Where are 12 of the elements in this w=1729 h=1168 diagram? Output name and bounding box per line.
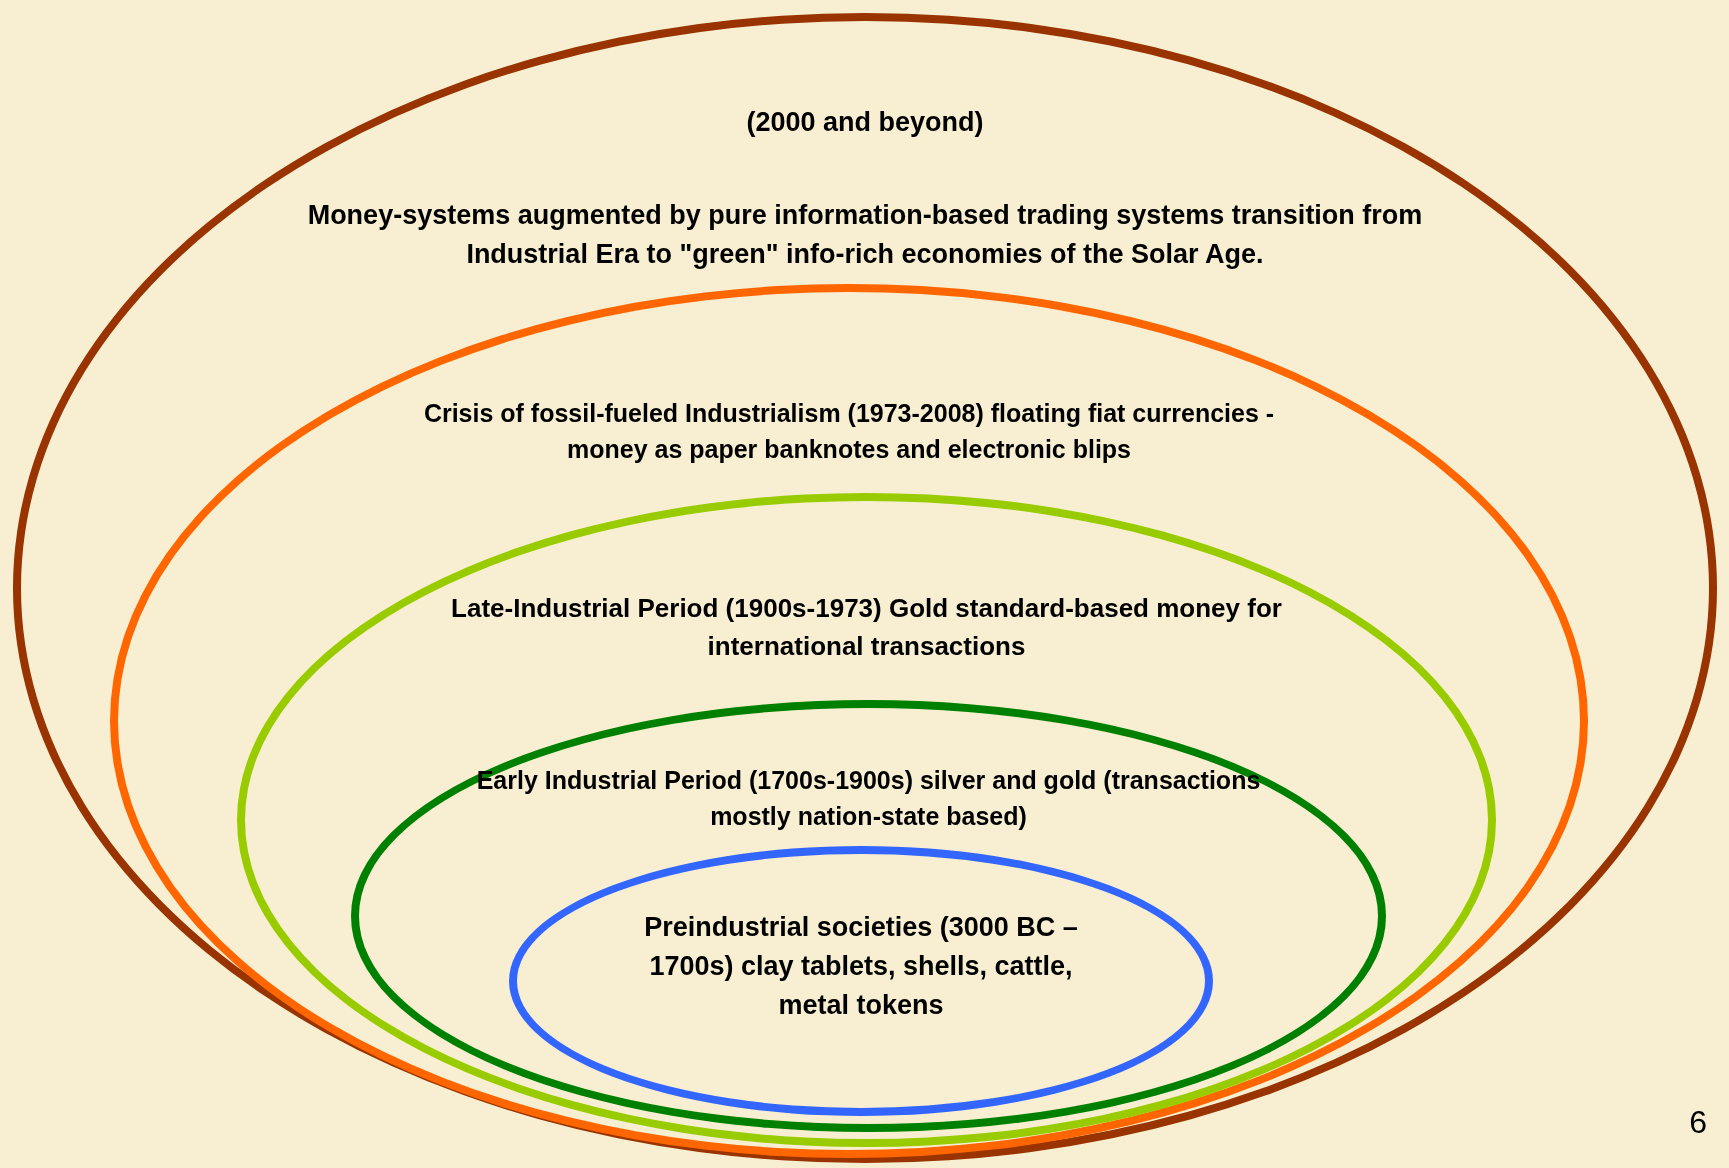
ellipse-node (237, 493, 1496, 1147)
era-heading: (2000 and beyond) (745, 106, 985, 139)
page-number: 6 (1689, 1103, 1707, 1142)
era-description: Crisis of fossil-fueled Industrialism (1973-2008) floating fiat currencies - money as paper banknotes and electronic blips (422, 398, 1276, 466)
ellipse-node (13, 13, 1717, 1163)
ellipse-node (110, 284, 1588, 1158)
ellipse-node (351, 700, 1386, 1132)
era-description: Late-Industrial Period (1900s-1973) Gold standard-based money for international transactions (450, 592, 1283, 663)
era-description: Early Industrial Period (1700s-1900s) silver and gold (transactions mostly nation-state based) (475, 765, 1262, 833)
era-description: Preindustrial societies (3000 BC – 1700s) clay tablets, shells, cattle, metal tokens (643, 911, 1079, 1023)
ellipse-node (509, 846, 1213, 1116)
era-description: Money-systems augmented by pure information-based trading systems transition from Industrial Era to "green" info-rich economies of the Solar Age. (306, 199, 1424, 272)
